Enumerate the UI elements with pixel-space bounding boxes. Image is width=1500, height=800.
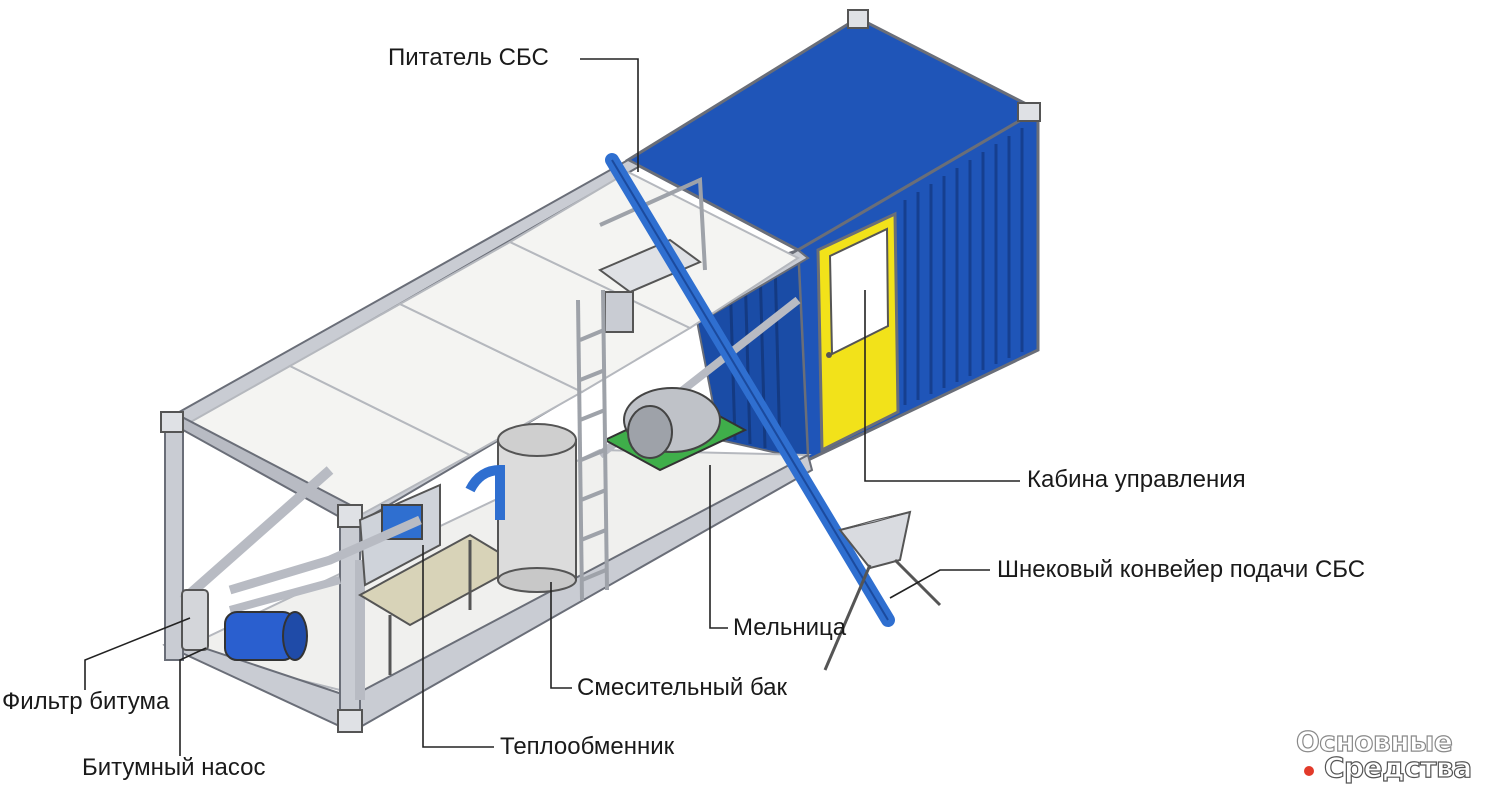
logo-line-2: Средства: [1323, 750, 1472, 784]
leader-cabin: [864, 290, 1020, 482]
label-bitumen-filter: Фильтр битума: [2, 688, 170, 715]
leader-filter: [84, 617, 191, 690]
leader-mill: [709, 465, 728, 629]
cabin-corrugation: [903, 128, 1024, 405]
cabin-door-window: [828, 227, 890, 356]
label-control-cabin: Кабина управления: [1027, 466, 1246, 493]
label-heat-exchanger: Теплообменник: [500, 733, 675, 760]
label-screw-conveyor: Шнековый конвейер подачи СБС: [997, 556, 1366, 583]
logo-dot: [1304, 766, 1314, 776]
watermark-logo: Основные Средства: [1290, 724, 1495, 791]
mixing-tank: [497, 439, 577, 581]
ladder: [576, 289, 609, 601]
bitumen-filter: [181, 589, 209, 651]
label-feeder: Питатель СБС: [388, 44, 549, 71]
leader-lines: [84, 58, 1020, 756]
label-mixing-tank: Смесительный бак: [577, 674, 787, 701]
leader-tank: [550, 582, 572, 689]
leader-pump: [179, 647, 207, 756]
leader-feeder: [580, 58, 639, 172]
logo-line-1: Основные: [1295, 724, 1453, 758]
leader-conveyor: [889, 569, 990, 599]
label-bitumen-pump: Битумный насос: [82, 754, 266, 781]
leader-exch: [422, 545, 494, 748]
label-mill: Мельница: [733, 614, 847, 641]
